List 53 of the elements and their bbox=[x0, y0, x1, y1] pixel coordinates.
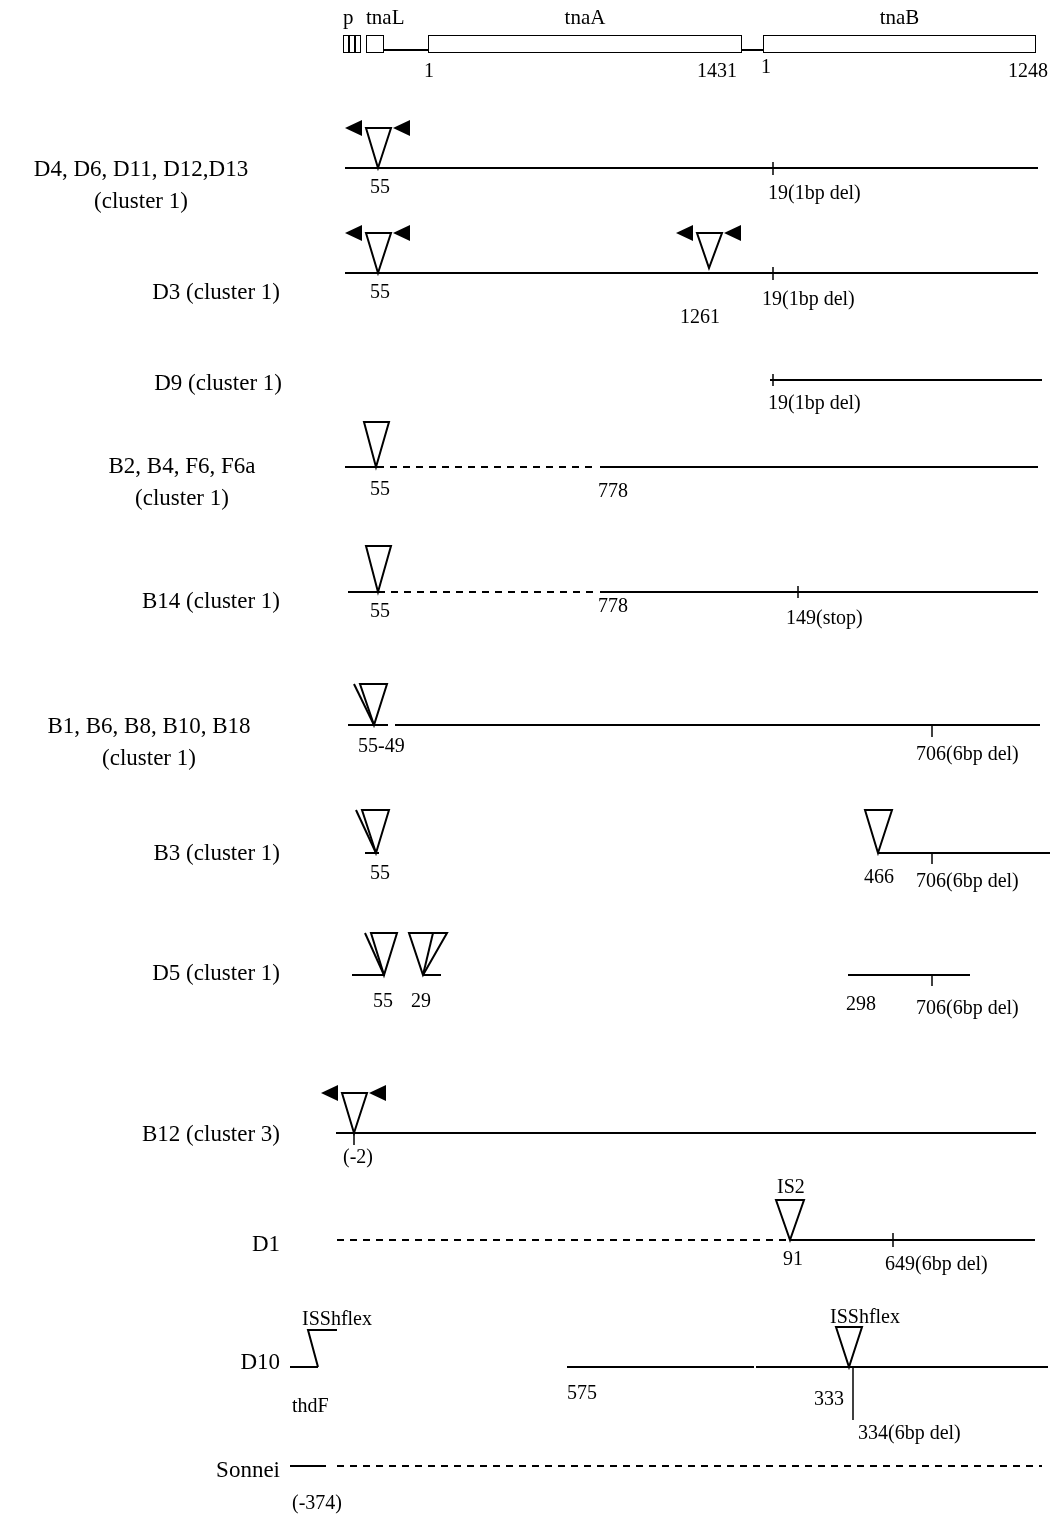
position-label: 55 bbox=[370, 477, 390, 499]
strain-label: D5 (cluster 1) bbox=[152, 959, 280, 987]
position-label: 1248 bbox=[1008, 59, 1048, 81]
strain-label: D9 (cluster 1) bbox=[154, 369, 282, 397]
position-label: 466 bbox=[864, 865, 894, 887]
position-label: (-2) bbox=[343, 1145, 373, 1167]
position-label: 778 bbox=[598, 479, 628, 501]
position-label: 706(6bp del) bbox=[916, 869, 1019, 891]
position-label: 19(1bp del) bbox=[762, 287, 855, 309]
position-label: 778 bbox=[598, 594, 628, 616]
position-label: 19(1bp del) bbox=[768, 181, 861, 203]
position-label: 149(stop) bbox=[786, 606, 863, 628]
position-label: 333 bbox=[814, 1387, 844, 1409]
position-label: 649(6bp del) bbox=[885, 1252, 988, 1274]
position-label: 19(1bp del) bbox=[768, 391, 861, 413]
strain-label: Sonnei bbox=[216, 1456, 280, 1484]
gene-name: p bbox=[343, 6, 354, 28]
position-label: 91 bbox=[783, 1247, 803, 1269]
position-label: 55-49 bbox=[358, 734, 405, 756]
strain-label: B1, B6, B8, B10, B18 (cluster 1) bbox=[46, 712, 252, 772]
position-label: 706(6bp del) bbox=[916, 742, 1019, 764]
strain-label: D10 bbox=[240, 1348, 280, 1376]
position-label: 55 bbox=[370, 599, 390, 621]
position-label: 1 bbox=[424, 59, 434, 81]
position-label: 55 bbox=[370, 861, 390, 883]
gene-name: tnaA bbox=[564, 6, 606, 28]
strain-label: D4, D6, D11, D12,D13 (cluster 1) bbox=[32, 155, 250, 215]
insertion-element-label: ISShflex bbox=[302, 1307, 372, 1329]
position-label: (-374) bbox=[292, 1491, 342, 1513]
intergenic-line bbox=[383, 49, 429, 51]
position-label: 706(6bp del) bbox=[916, 996, 1019, 1018]
position-label: 55 bbox=[370, 175, 390, 197]
gene-name: tnaL bbox=[366, 6, 405, 28]
strain-label: D3 (cluster 1) bbox=[152, 278, 280, 306]
insertion-element-label: ISShflex bbox=[830, 1305, 900, 1327]
insertion-element-label: IS2 bbox=[777, 1175, 805, 1197]
position-label: 298 bbox=[846, 992, 876, 1014]
position-label: 575 bbox=[567, 1381, 597, 1403]
position-label: 1431 bbox=[697, 59, 737, 81]
gene-name: tnaB bbox=[879, 6, 920, 28]
position-label: 29 bbox=[411, 989, 431, 1011]
strain-label: D1 bbox=[251, 1230, 280, 1258]
strain-label: B3 (cluster 1) bbox=[153, 839, 280, 867]
gene-name-label: thdF bbox=[292, 1394, 329, 1416]
strain-label: B2, B4, F6, F6a (cluster 1) bbox=[107, 452, 257, 512]
strain-label: B14 (cluster 1) bbox=[142, 587, 280, 615]
position-label: 55 bbox=[370, 280, 390, 302]
position-label: 55 bbox=[373, 989, 393, 1011]
position-label: 1 bbox=[761, 55, 771, 77]
position-label: 334(6bp del) bbox=[858, 1421, 961, 1443]
position-label: 1261 bbox=[680, 305, 720, 327]
intergenic-line bbox=[741, 49, 764, 51]
strain-label: B12 (cluster 3) bbox=[142, 1120, 280, 1148]
